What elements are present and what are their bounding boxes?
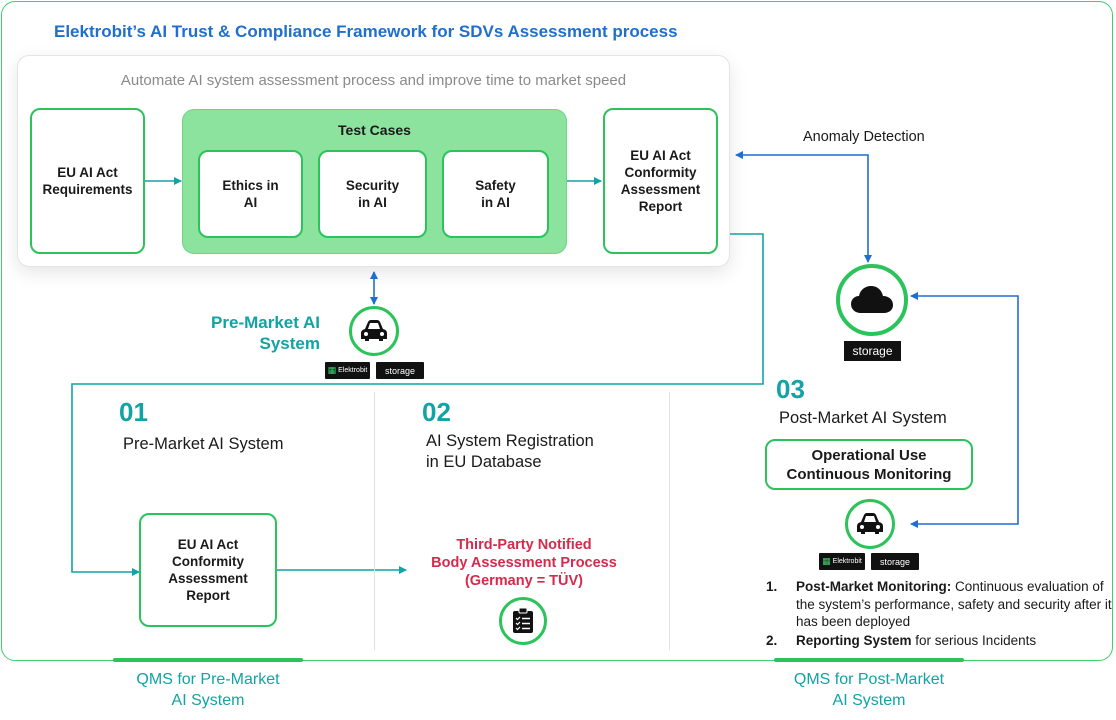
section-03-label: Post-Market AI System bbox=[779, 409, 947, 427]
list-item-1-title: Post-Market Monitoring: bbox=[796, 579, 952, 594]
list-item-1-text: Continuous evaluation of the system’s pe… bbox=[796, 579, 1112, 629]
qms-post-label: QMS for Post-Market AI System bbox=[769, 669, 969, 711]
section-01-number: 01 bbox=[119, 397, 148, 427]
list-item-2-text: for serious Incidents bbox=[911, 633, 1037, 648]
panel-subtitle: Automate AI system assessment process an… bbox=[120, 72, 627, 89]
list-item-2: Reporting System for serious Incidents bbox=[796, 632, 1116, 650]
test-case-ethics-label: Ethics in AI bbox=[222, 178, 279, 210]
third-party-label: Third-Party Notified Body Assessment Pro… bbox=[404, 536, 644, 590]
section-02-number: 02 bbox=[422, 397, 451, 427]
qms-post-line1: QMS for Post-Market bbox=[793, 671, 945, 688]
cloud-circle bbox=[836, 264, 908, 336]
elektrobit-tag-post: ▦Elektrobit bbox=[819, 553, 865, 570]
storage-tag-cloud: storage bbox=[844, 341, 901, 361]
car-icon bbox=[361, 320, 387, 341]
clipboard-checklist-icon bbox=[513, 608, 533, 633]
elektrobit-logo-icon: ▦ bbox=[822, 556, 831, 566]
arrow-cloud-car-loop bbox=[910, 292, 1019, 528]
list-item-2-title: Reporting System bbox=[796, 633, 912, 648]
test-cases-title: Test Cases bbox=[338, 122, 411, 138]
cloud-icon bbox=[851, 286, 893, 313]
elektrobit-tag-label: Elektrobit bbox=[338, 367, 368, 374]
operational-use-line2: Continuous Monitoring bbox=[786, 465, 952, 483]
elektrobit-tag-pre: ▦Elektrobit bbox=[325, 362, 370, 379]
third-party-line2: Body Assessment Process bbox=[431, 555, 617, 571]
divider-02-03 bbox=[669, 392, 670, 650]
list-item-1-number: 1. bbox=[766, 579, 778, 594]
outer-frame bbox=[1, 1, 1113, 661]
qms-post-bar bbox=[774, 658, 964, 662]
test-case-safety-label: Safety in AI bbox=[475, 178, 516, 210]
test-case-security: Security in AI bbox=[318, 150, 427, 238]
storage-tag-pre: storage bbox=[376, 362, 424, 379]
requirements-label: EU AI Act Requirements bbox=[42, 165, 133, 197]
conformity-report-top-label: EU AI Act Conformity Assessment Report bbox=[620, 148, 701, 214]
qms-pre-label: QMS for Pre-Market AI System bbox=[108, 669, 308, 711]
elektrobit-logo-icon: ▦ bbox=[327, 365, 337, 375]
test-case-safety: Safety in AI bbox=[442, 150, 549, 238]
pre-market-text: Pre-Market AI System bbox=[211, 313, 320, 353]
divider-01-02 bbox=[374, 392, 375, 650]
section-01-label: Pre-Market AI System bbox=[123, 435, 284, 453]
section-02-label-line1: AI System Registration bbox=[426, 432, 594, 450]
conformity-report-box-top: EU AI Act Conformity Assessment Report bbox=[603, 108, 718, 254]
arrow-anomaly-detection bbox=[735, 151, 872, 263]
anomaly-detection-label: Anomaly Detection bbox=[803, 129, 925, 145]
eu-ai-act-requirements-box: EU AI Act Requirements bbox=[30, 108, 145, 254]
test-case-ethics: Ethics in AI bbox=[198, 150, 303, 238]
car-icon bbox=[857, 513, 883, 534]
conformity-report-bottom-label: EU AI Act Conformity Assessment Report bbox=[168, 537, 248, 603]
post-market-car-circle bbox=[845, 499, 895, 549]
qms-pre-bar bbox=[113, 658, 303, 662]
conformity-report-box-bottom: EU AI Act Conformity Assessment Report bbox=[139, 513, 277, 627]
checklist-circle bbox=[499, 597, 547, 645]
pre-market-car-circle bbox=[349, 306, 399, 356]
pre-market-label: Pre-Market AI System bbox=[190, 312, 320, 354]
qms-post-line2: AI System bbox=[832, 692, 906, 709]
post-market-list: 1. Post-Market Monitoring: Continuous ev… bbox=[766, 578, 1112, 650]
operational-use-line1: Operational Use bbox=[811, 446, 927, 464]
qms-pre-line2: AI System bbox=[171, 692, 245, 709]
third-party-line1: Third-Party Notified bbox=[456, 537, 592, 553]
section-02-label-line2: in EU Database bbox=[426, 453, 542, 471]
section-03-number: 03 bbox=[776, 374, 805, 404]
third-party-line3: (Germany = TÜV) bbox=[464, 573, 584, 589]
diagram-title: Elektrobit’s AI Trust & Compliance Frame… bbox=[54, 22, 678, 41]
list-item-1: Post-Market Monitoring: Continuous evalu… bbox=[796, 578, 1116, 631]
elektrobit-tag-label: Elektrobit bbox=[832, 558, 862, 565]
test-case-security-label: Security in AI bbox=[345, 178, 400, 210]
operational-use-box: Operational Use Continuous Monitoring bbox=[765, 439, 973, 490]
list-item-2-number: 2. bbox=[766, 633, 778, 648]
qms-pre-line1: QMS for Pre-Market bbox=[136, 671, 280, 688]
storage-tag-post: storage bbox=[871, 553, 919, 570]
